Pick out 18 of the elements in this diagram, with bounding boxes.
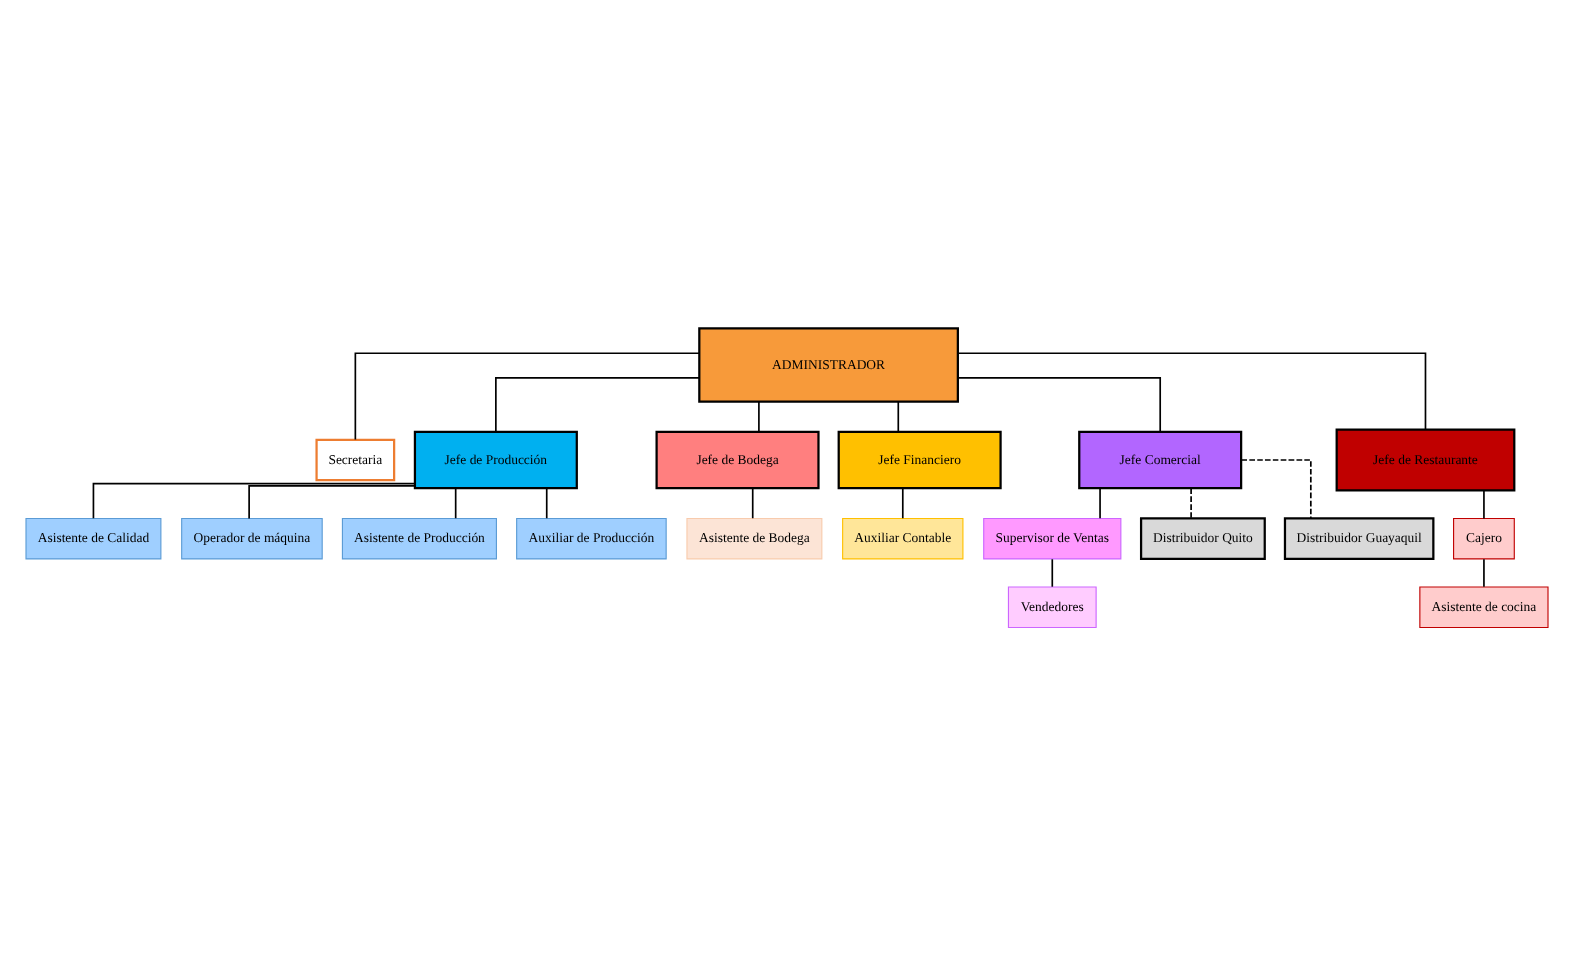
connector	[453, 487, 456, 520]
connector	[956, 352, 1426, 431]
connector	[353, 352, 700, 441]
connector	[896, 401, 899, 433]
connector	[900, 487, 903, 520]
connector	[956, 377, 1161, 433]
connector	[1482, 489, 1484, 520]
connector	[1239, 459, 1311, 520]
connector	[1098, 487, 1100, 520]
connector	[750, 487, 753, 520]
connector	[1189, 487, 1191, 520]
connector	[1482, 558, 1484, 588]
connector	[247, 485, 415, 520]
connector	[757, 401, 759, 433]
connector	[91, 482, 415, 520]
connector	[1050, 558, 1053, 588]
connector	[544, 487, 547, 520]
connector	[494, 377, 699, 433]
